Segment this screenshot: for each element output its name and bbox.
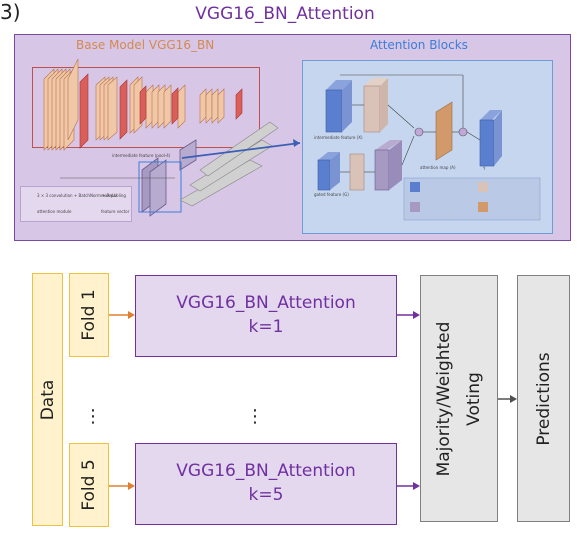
fold-5-block: Fold 5 [69,443,109,527]
vgg-conv-stack [43,58,243,151]
attention-legend [403,177,541,221]
fold-1-block: Fold 1 [69,273,109,357]
voting-block: Majority/Weighted Voting [420,275,498,522]
model-k5-name: VGG16_BN_Attention [176,461,356,481]
voting-label: Majority/Weighted Voting [429,321,489,476]
legend-attention-text: attention module [37,209,72,214]
model-block-k1: VGG16_BN_Attention k=1 [135,275,397,357]
base-legend: 3 × 3 convolution + BatchNorm + ReLU max… [20,186,132,222]
attention-block-shapes [317,74,541,221]
attention-module-shapes [60,121,301,217]
att-y-text: Y [483,166,486,171]
att-intermediate-text: intermediate feature (X) [314,135,363,140]
predictions-block: Predictions [517,275,570,522]
base-model-region [32,67,260,148]
model-k5-k: k=5 [248,485,284,505]
intermediate-feature-text: intermediate feature (pool-4) [112,153,171,158]
data-label: Data [37,379,58,420]
fold-1-label: Fold 1 [79,289,99,341]
voting-label-line2: Voting [464,371,484,426]
attention-blocks-label: Attention Blocks [370,38,468,52]
model-k1-k: k=1 [248,317,284,337]
flow-arrows [109,311,517,490]
fold-5-label: Fold 5 [79,459,99,511]
figure-label: 3) [0,0,21,24]
voting-label-line1: Majority/Weighted [434,321,454,476]
legend-feature-text: feature vector [101,209,130,214]
att-attention-map-text: attention map (A) [420,165,456,170]
att-gated-text: gated feature (G) [314,192,349,197]
predictions-label: Predictions [533,351,554,446]
panel-connector-arrow [181,142,301,159]
model-ellipsis: ⋮ [246,406,264,427]
model-k1-name: VGG16_BN_Attention [176,293,356,313]
fold-ellipsis: ⋮ [84,406,102,427]
model-block-k5: VGG16_BN_Attention k=5 [135,443,397,525]
data-block: Data [32,273,63,526]
base-model-label: Base Model VGG16_BN [76,38,215,52]
legend-conv-text: 3 × 3 convolution + BatchNorm + ReLU [37,193,117,198]
legend-maxpool-text: max-pooling [101,193,126,198]
diagram-title: VGG16_BN_Attention [195,4,375,24]
